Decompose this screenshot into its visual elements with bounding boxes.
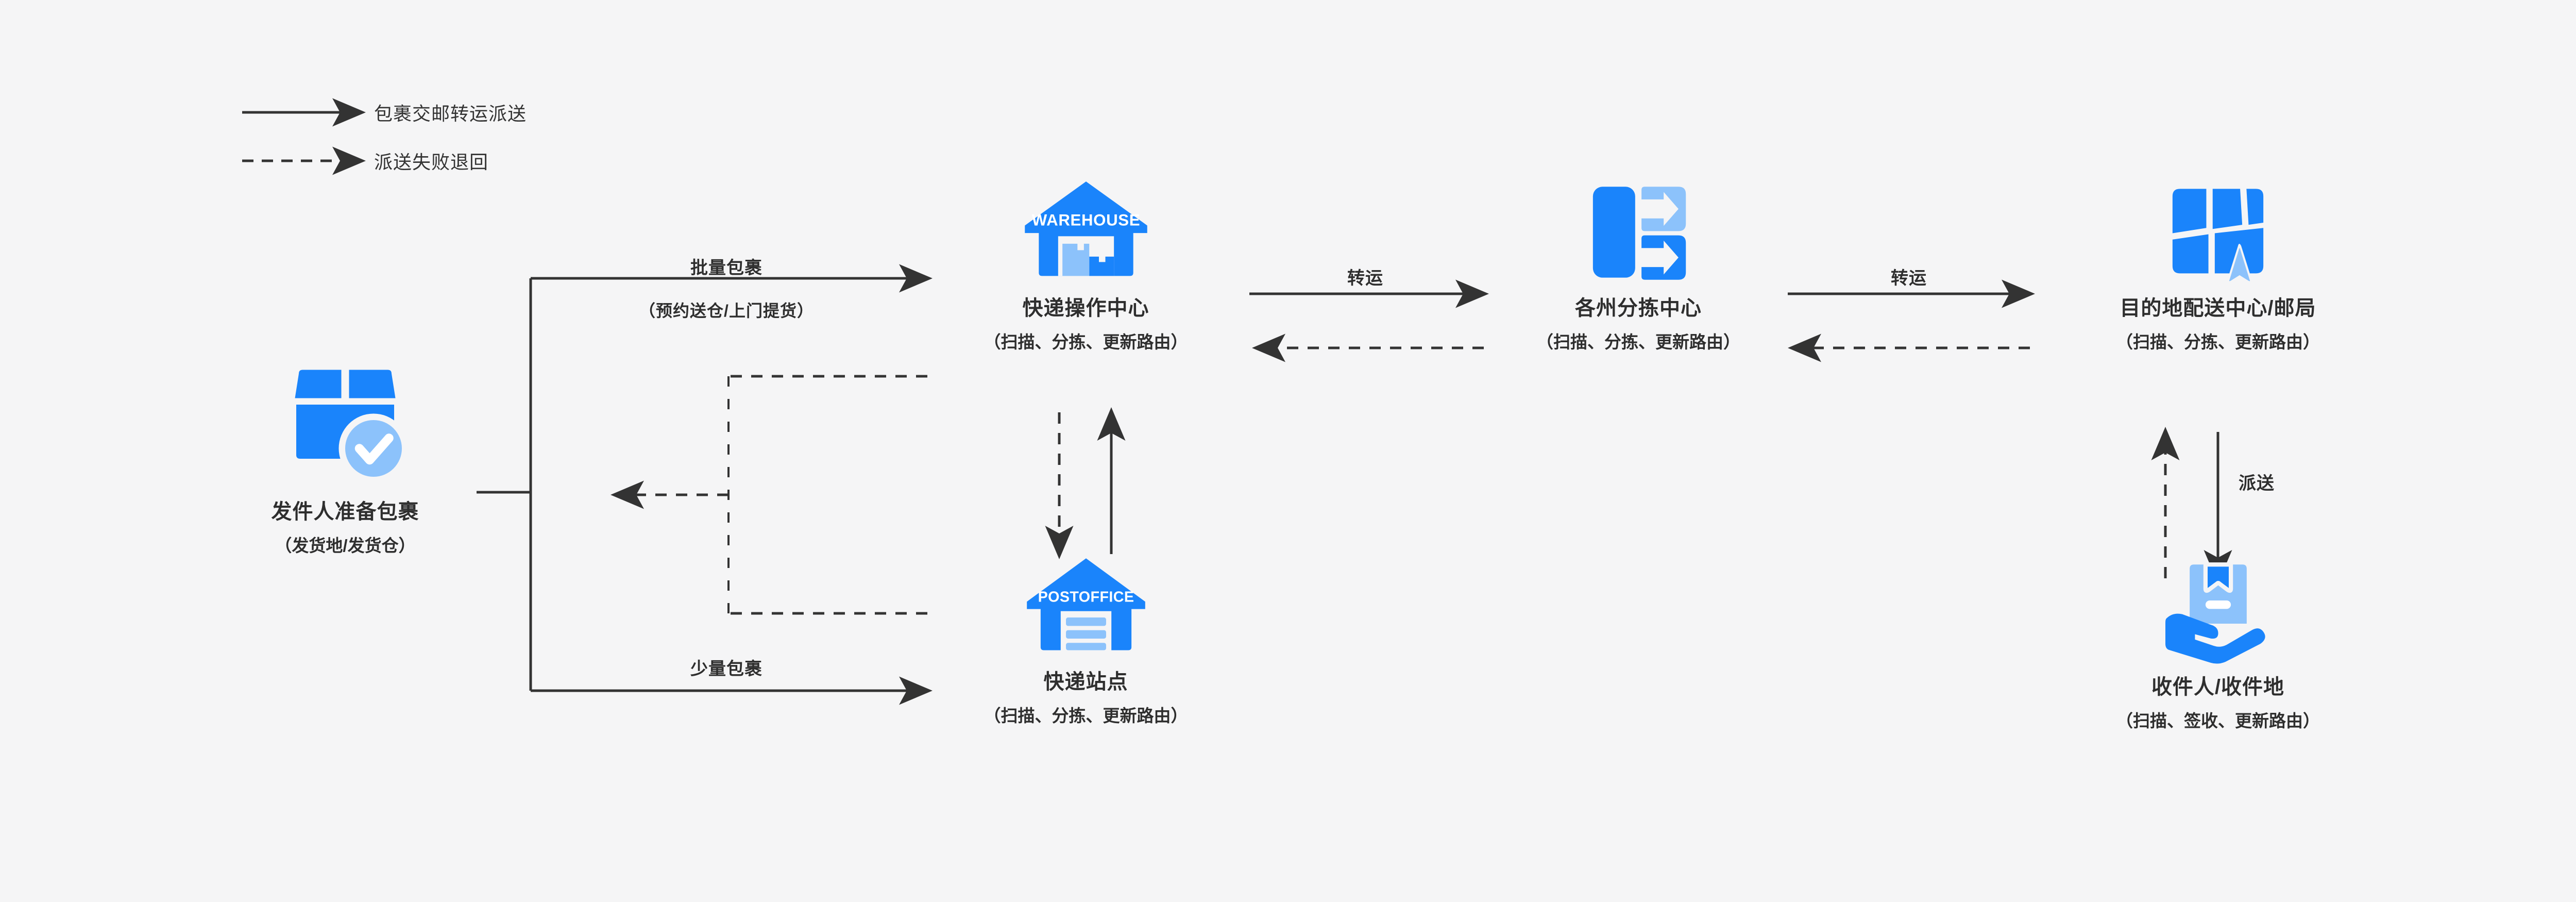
node-courier-station[interactable]: POSTOFFICE 快递站点 （扫描、分拣、更新路由） <box>927 554 1244 727</box>
node-state-sorting-center[interactable]: 各州分拣中心 （扫描、分拣、更新路由） <box>1484 180 1793 353</box>
edge-label-transfer-1: 转运 <box>1347 269 1383 288</box>
map-navigation-icon <box>2172 189 2264 285</box>
sorting-transfer-icon <box>1592 187 1686 280</box>
edge-label-small-parcels: 少量包裹 <box>690 659 762 679</box>
package-check-icon <box>295 370 409 483</box>
node-state-sorting-center-subtitle: （扫描、分拣、更新路由） <box>1536 332 1740 352</box>
node-recipient-title: 收件人/收件地 <box>2151 676 2285 698</box>
node-state-sorting-center-title: 各州分拣中心 <box>1575 297 1702 320</box>
node-sender-title: 发件人准备包裹 <box>271 500 419 523</box>
node-sender-subtitle: （发货地/发货仓） <box>275 536 416 555</box>
node-recipient[interactable]: 收件人/收件地 （扫描、签收、更新路由） <box>2045 559 2391 732</box>
post-office-icon: POSTOFFICE <box>1026 558 1145 650</box>
node-sender[interactable]: 发件人准备包裹 （发货地/发货仓） <box>237 369 453 557</box>
legend-item-return: 派送失败退回 <box>361 147 488 174</box>
edge-sublabel-bulk-parcels: （预约送仓/上门提货） <box>639 302 814 320</box>
svg-text:POSTOFFICE: POSTOFFICE <box>1038 589 1134 605</box>
svg-text:WAREHOUSE: WAREHOUSE <box>1031 211 1140 229</box>
node-destination-center[interactable]: 目的地配送中心/邮局 （扫描、分拣、更新路由） <box>2030 180 2406 353</box>
edge-label-delivery: 派送 <box>2239 474 2275 493</box>
hand-package-icon <box>2165 562 2265 664</box>
node-operations-center-subtitle: （扫描、分拣、更新路由） <box>984 332 1188 352</box>
node-courier-station-title: 快递站点 <box>1043 671 1128 693</box>
legend-label-delivery: 包裹交邮转运派送 <box>374 103 527 124</box>
edge-label-transfer-2: 转运 <box>1891 269 1927 288</box>
node-recipient-subtitle: （扫描、签收、更新路由） <box>2116 711 2320 730</box>
legend-label-return: 派送失败退回 <box>374 152 489 173</box>
legend-item-delivery: 包裹交邮转运派送 <box>361 99 527 126</box>
warehouse-icon: WAREHOUSE <box>1024 181 1147 276</box>
node-destination-center-title: 目的地配送中心/邮局 <box>2120 297 2316 320</box>
edge-return-to-sender <box>611 375 927 615</box>
node-destination-center-subtitle: （扫描、分拣、更新路由） <box>2116 332 2320 352</box>
node-operations-center-title: 快递操作中心 <box>1022 297 1149 320</box>
edge-label-bulk-parcels: 批量包裹 <box>690 258 762 278</box>
node-operations-center[interactable]: WAREHOUSE 快递操作中心 （扫描、分拣、更新路由） <box>927 178 1244 353</box>
node-courier-station-subtitle: （扫描、分拣、更新路由） <box>984 706 1188 725</box>
